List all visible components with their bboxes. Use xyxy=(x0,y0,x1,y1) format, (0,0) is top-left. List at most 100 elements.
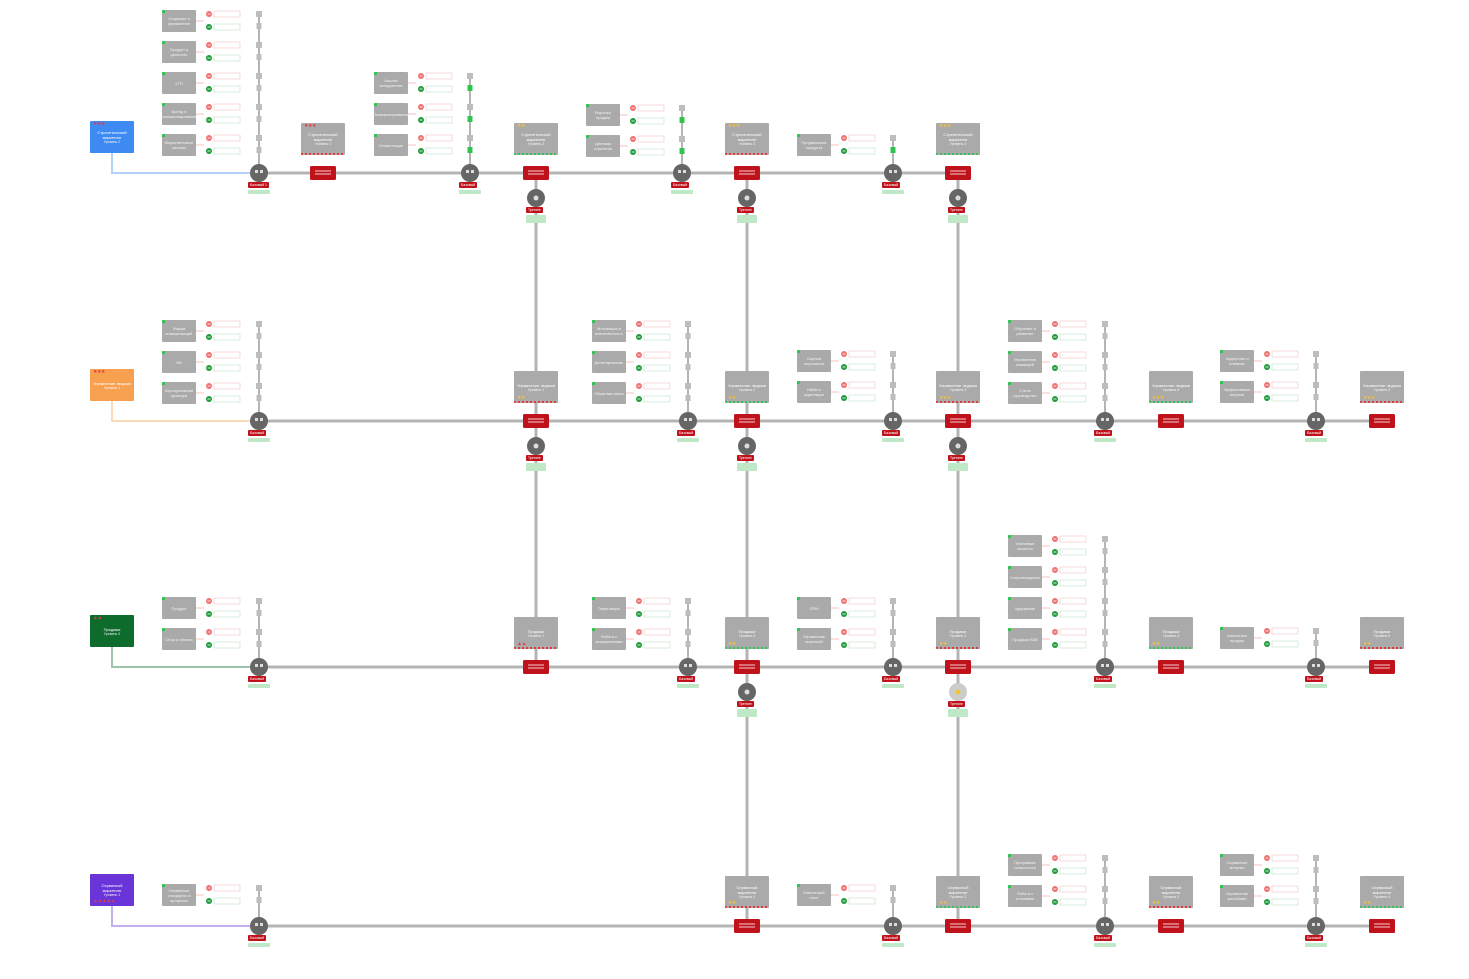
skill-item[interactable]: Сервисные стандарты и процессы xyxy=(162,884,196,906)
course-marker xyxy=(945,660,971,674)
skill-item[interactable]: Стиль руководства xyxy=(1008,382,1042,404)
status-square xyxy=(592,320,595,323)
status-square xyxy=(162,72,165,75)
course-progress xyxy=(725,647,769,649)
spine-square xyxy=(256,641,262,647)
skill-item[interactable]: Ценовая стратегия xyxy=(586,135,620,157)
course-title: Управление людьми xyxy=(728,382,766,388)
status-square xyxy=(586,135,589,138)
minus-field xyxy=(1059,535,1087,543)
training-progress xyxy=(948,709,968,717)
skill-item[interactable]: Аналитика продаж xyxy=(1220,627,1254,649)
start-title: Продажи xyxy=(103,626,121,632)
skill-item[interactable]: Оценка персонала xyxy=(797,350,831,372)
course-progress xyxy=(725,401,769,403)
course-title: Сервисный маркетинг xyxy=(1371,885,1393,895)
spine-square xyxy=(1313,363,1319,369)
skill-item[interactable]: Маркетинговые каналы xyxy=(162,134,196,156)
spine-square xyxy=(685,364,691,370)
skill-item[interactable]: Управление воронкой xyxy=(797,628,831,650)
skill-item[interactable]: Управление жалобами xyxy=(1220,885,1254,907)
skill-item[interactable]: Клиентский опыт xyxy=(797,884,831,906)
skill-item[interactable]: Управление командой xyxy=(1008,351,1042,373)
course-level: Уровень 4 xyxy=(1162,387,1180,392)
skill-item[interactable]: Лидерство и влияние xyxy=(1220,350,1254,372)
skill-item[interactable]: Сопровождение xyxy=(1008,566,1042,588)
skill-item[interactable]: Позиционирование xyxy=(374,103,408,125)
minus-field xyxy=(425,72,453,80)
skill-item[interactable]: Работа с возражениями xyxy=(592,628,626,650)
skill-item[interactable]: Удержание xyxy=(1008,597,1042,619)
course-stars: ★★ xyxy=(728,395,736,401)
skill-item[interactable]: Продукт и ценность xyxy=(162,41,196,63)
training-label: Тренинг xyxy=(948,455,965,461)
hub-node xyxy=(250,658,268,676)
course-title: Управление людьми xyxy=(1152,382,1190,388)
skill-item[interactable]: CRM xyxy=(797,597,831,619)
plus-field xyxy=(848,394,876,402)
skill-item[interactable]: Программы лояльности xyxy=(1008,854,1042,876)
skill-item[interactable]: Продукт xyxy=(162,597,196,619)
skill-item[interactable]: Корпоративная культура xyxy=(162,382,196,404)
skill-item[interactable]: Ключевые клиенты xyxy=(1008,535,1042,557)
skill-item[interactable]: Мотивация и вовлечённость xyxy=(592,320,626,342)
hub-label: Базовый xyxy=(882,676,901,682)
skill-item[interactable]: Обратная связь xyxy=(592,382,626,404)
skill-item[interactable]: Продвижение продукта xyxy=(797,134,831,156)
skill-item[interactable]: Сегментация xyxy=(374,134,408,156)
minus-field xyxy=(848,381,876,389)
skill-item[interactable]: Воронка продаж xyxy=(586,104,620,126)
skill-item[interactable]: Сервисные метрики xyxy=(1220,854,1254,876)
spine-square xyxy=(685,629,691,635)
skill-item[interactable]: Эффективные встречи xyxy=(1220,381,1254,403)
skill-item[interactable]: Создание и управление xyxy=(162,10,196,32)
course-marker xyxy=(945,414,971,428)
skill-item[interactable]: Бренд и позиционирование xyxy=(162,103,196,125)
spine-square xyxy=(1102,579,1108,585)
skill-item[interactable]: Сбор и анализ xyxy=(162,628,196,650)
skill-item[interactable]: Продажи B2B xyxy=(1008,628,1042,650)
skill-item[interactable]: УТП xyxy=(162,72,196,94)
skill-item[interactable]: Работа с отзывами xyxy=(1008,885,1042,907)
status-square xyxy=(797,350,800,353)
skill-item[interactable]: Анализ конкурентов xyxy=(374,72,408,94)
minus-field xyxy=(643,382,671,390)
skill-item[interactable]: HR xyxy=(162,351,196,373)
spine-square xyxy=(256,54,262,60)
plus-field xyxy=(637,117,665,125)
skill-item[interactable]: Делегирование xyxy=(592,351,626,373)
skill-item[interactable]: Обучение и развитие xyxy=(1008,320,1042,342)
hub-label: Базовый xyxy=(882,935,901,941)
spine-square xyxy=(256,364,262,370)
status-square xyxy=(592,351,595,354)
skill-item[interactable]: Переговоры xyxy=(592,597,626,619)
training-glyph xyxy=(744,195,750,201)
spine-square xyxy=(890,598,896,604)
status-square xyxy=(162,351,165,354)
skill-item[interactable]: Найм и адаптация xyxy=(797,381,831,403)
plus-field xyxy=(213,641,241,649)
skill-item[interactable]: Форма коммуникаций xyxy=(162,320,196,342)
